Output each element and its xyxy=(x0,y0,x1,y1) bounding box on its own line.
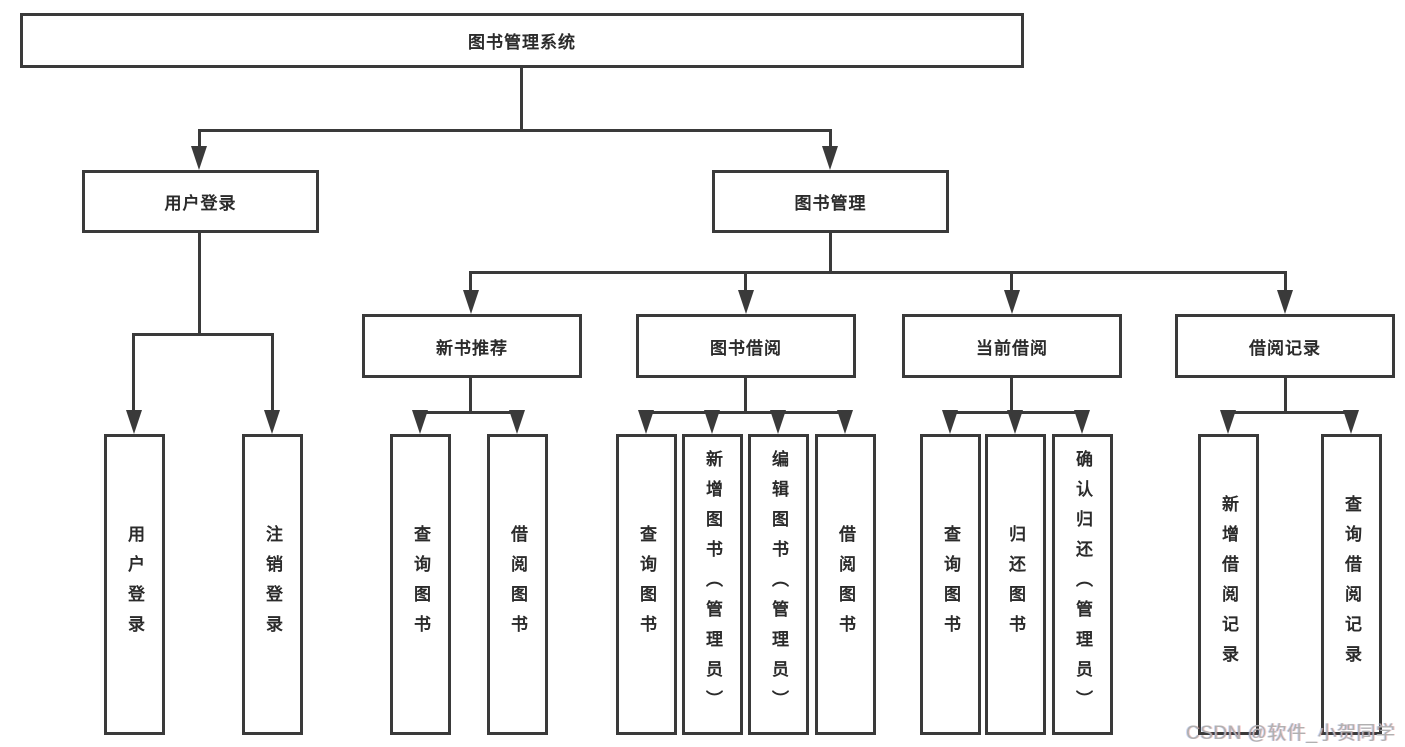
node-label: 图书管理 xyxy=(794,194,867,213)
node-label: 图书借阅 xyxy=(710,338,782,358)
arrowhead-down-icon xyxy=(822,146,838,170)
node-book-management: 图书管理 xyxy=(712,170,949,233)
connector-line xyxy=(418,411,520,414)
node-label: 新增借阅记录 xyxy=(1219,494,1238,675)
leaf-add-books-admin: 新增图书（管理员） xyxy=(682,434,743,735)
node-label: 查询图书 xyxy=(411,524,430,645)
arrowhead-down-icon xyxy=(1004,290,1020,314)
node-user-login: 用户登录 xyxy=(82,170,319,233)
connector-line xyxy=(744,271,747,295)
node-label: 新书推荐 xyxy=(436,338,508,358)
node-label: 查询借阅记录 xyxy=(1342,494,1361,675)
leaf-query-books-3: 查询图书 xyxy=(920,434,981,735)
node-borrowing-records: 借阅记录 xyxy=(1175,314,1395,378)
arrowhead-down-icon xyxy=(942,410,958,434)
arrowhead-down-icon xyxy=(191,146,207,170)
node-label: 确认归还（管理员） xyxy=(1073,449,1092,720)
arrowhead-down-icon xyxy=(1007,410,1023,434)
arrowhead-down-icon xyxy=(1343,410,1359,434)
arrowhead-down-icon xyxy=(738,290,754,314)
connector-line xyxy=(1010,271,1013,295)
connector-line xyxy=(198,129,201,153)
arrowhead-down-icon xyxy=(264,410,280,434)
node-book-borrowing: 图书借阅 xyxy=(636,314,856,378)
node-label: 查询图书 xyxy=(941,524,960,645)
node-label: 当前借阅 xyxy=(976,338,1048,358)
connector-line xyxy=(829,129,832,153)
arrowhead-down-icon xyxy=(509,410,525,434)
node-label: 编辑图书（管理员） xyxy=(769,449,788,720)
connector-line xyxy=(829,233,832,274)
connector-line xyxy=(1227,411,1353,414)
connector-line xyxy=(1284,271,1287,295)
watermark: CSDN @软件_小贺同学 xyxy=(1186,723,1396,744)
arrowhead-down-icon xyxy=(1277,290,1293,314)
node-label: 借阅记录 xyxy=(1249,338,1321,358)
node-label: 查询图书 xyxy=(637,524,656,645)
node-current-borrowing: 当前借阅 xyxy=(902,314,1122,378)
connector-line xyxy=(744,378,747,414)
node-label: 用户登录 xyxy=(125,524,144,645)
connector-line xyxy=(469,378,472,414)
arrowhead-down-icon xyxy=(638,410,654,434)
node-label: 图书管理系统 xyxy=(468,33,576,52)
leaf-edit-books-admin: 编辑图书（管理员） xyxy=(748,434,809,735)
node-label: 注销登录 xyxy=(263,524,282,645)
connector-line xyxy=(132,333,135,415)
connector-line xyxy=(198,129,832,132)
leaf-add-borrow-record: 新增借阅记录 xyxy=(1198,434,1259,735)
arrowhead-down-icon xyxy=(837,410,853,434)
leaf-borrow-books-1: 借阅图书 xyxy=(487,434,548,735)
leaf-logout-login: 注销登录 xyxy=(242,434,303,735)
node-new-book-recommend: 新书推荐 xyxy=(362,314,582,378)
leaf-query-books-2: 查询图书 xyxy=(616,434,677,735)
connector-line xyxy=(469,271,472,295)
arrowhead-down-icon xyxy=(412,410,428,434)
arrowhead-down-icon xyxy=(463,290,479,314)
leaf-user-login: 用户登录 xyxy=(104,434,165,735)
arrowhead-down-icon xyxy=(1220,410,1236,434)
arrowhead-down-icon xyxy=(770,410,786,434)
connector-line xyxy=(198,233,201,336)
connector-line xyxy=(645,411,847,414)
node-label: 新增图书（管理员） xyxy=(703,449,722,720)
leaf-borrow-books-2: 借阅图书 xyxy=(815,434,876,735)
arrowhead-down-icon xyxy=(126,410,142,434)
connector-line xyxy=(520,66,523,132)
arrowhead-down-icon xyxy=(704,410,720,434)
leaf-query-books-1: 查询图书 xyxy=(390,434,451,735)
connector-line xyxy=(1284,378,1287,414)
connector-line xyxy=(469,271,1287,274)
leaf-return-books: 归还图书 xyxy=(985,434,1046,735)
connector-line xyxy=(271,333,274,415)
node-label: 用户登录 xyxy=(164,194,237,213)
connector-line xyxy=(132,333,274,336)
arrowhead-down-icon xyxy=(1074,410,1090,434)
node-label: 借阅图书 xyxy=(508,524,527,645)
node-label: 借阅图书 xyxy=(836,524,855,645)
connector-line xyxy=(1010,378,1013,414)
node-library-system: 图书管理系统 xyxy=(20,13,1024,68)
leaf-confirm-return-admin: 确认归还（管理员） xyxy=(1052,434,1113,735)
leaf-query-borrow-record: 查询借阅记录 xyxy=(1321,434,1382,735)
node-label: 归还图书 xyxy=(1006,524,1025,645)
